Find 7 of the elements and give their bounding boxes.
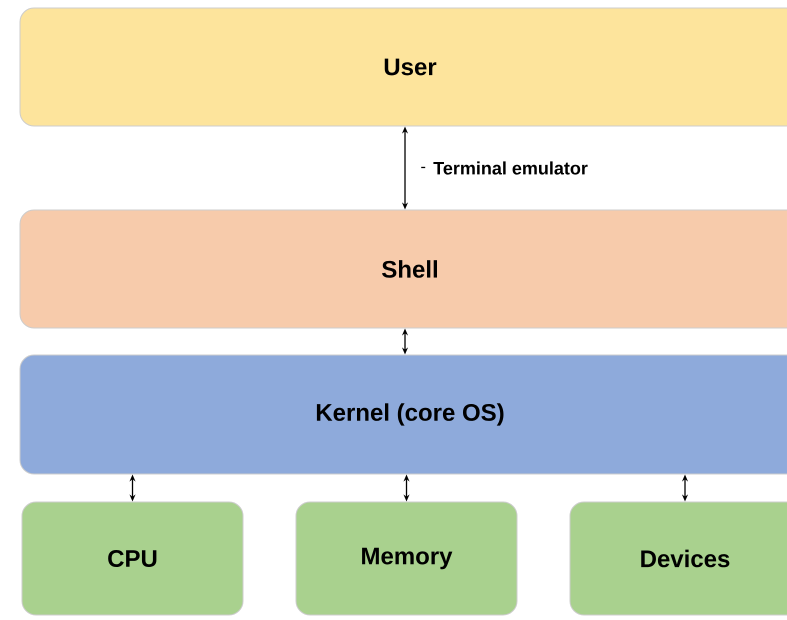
hardware-box: CPU (22, 501, 244, 616)
user-layer-box: User (20, 7, 787, 126)
hardware-box: Memory (296, 501, 518, 616)
edge-label: Terminal emulator (420, 160, 589, 176)
hardware-box: Devices (570, 501, 787, 616)
kernel-layer-box: Kernel (core OS) (20, 354, 787, 474)
shell-layer-box: Shell (20, 210, 787, 328)
